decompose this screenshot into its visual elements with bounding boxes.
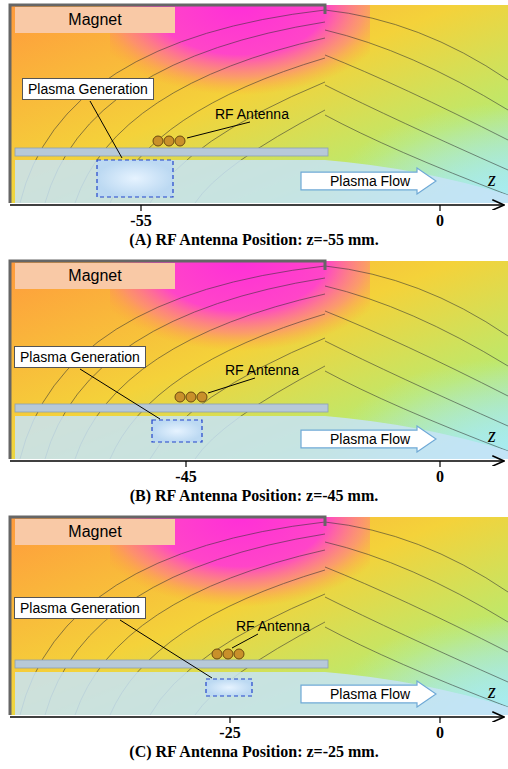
node-text: Plasma Flow [330, 173, 410, 189]
part-label: RF Antenna [225, 362, 299, 378]
flow-arrow: Plasma Flow [300, 425, 436, 453]
callout-box: Plasma Generation [22, 78, 154, 100]
node-text: Plasma Flow [330, 431, 410, 447]
tick-label: -45 [175, 468, 196, 486]
node-text: Plasma Generation [20, 600, 140, 616]
flow-arrow: Plasma Flow [300, 680, 436, 708]
magnet-box: Magnet [15, 7, 175, 33]
axis-label: z [488, 680, 496, 703]
node-text: Plasma Generation [20, 349, 140, 365]
callout-box: Plasma Generation [14, 597, 146, 619]
magnet-box: Magnet [15, 519, 175, 545]
tick-label: 0 [436, 468, 444, 486]
node-text: Magnet [68, 11, 121, 29]
part-label: RF Antenna [215, 106, 289, 122]
caption-text: (C) RF Antenna Position: z=-25 mm. [129, 743, 378, 761]
node-text: Magnet [68, 267, 121, 285]
tick-label: -25 [219, 724, 240, 742]
caption-text: (B) RF Antenna Position: z=-45 mm. [130, 487, 379, 505]
flow-arrow: Plasma Flow [300, 167, 436, 195]
tick-label: -55 [130, 212, 151, 230]
tick-label: 0 [436, 212, 444, 230]
axis-label: z [488, 168, 496, 191]
node-text: Plasma Generation [28, 81, 148, 97]
node-text: Plasma Flow [330, 686, 410, 702]
part-label: RF Antenna [236, 618, 310, 634]
callout-box: Plasma Generation [14, 346, 146, 368]
magnet-box: Magnet [15, 263, 175, 289]
axis-label: z [488, 424, 496, 447]
node-text: Magnet [68, 523, 121, 541]
tick-label: 0 [436, 724, 444, 742]
caption-text: (A) RF Antenna Position: z=-55 mm. [129, 231, 378, 249]
